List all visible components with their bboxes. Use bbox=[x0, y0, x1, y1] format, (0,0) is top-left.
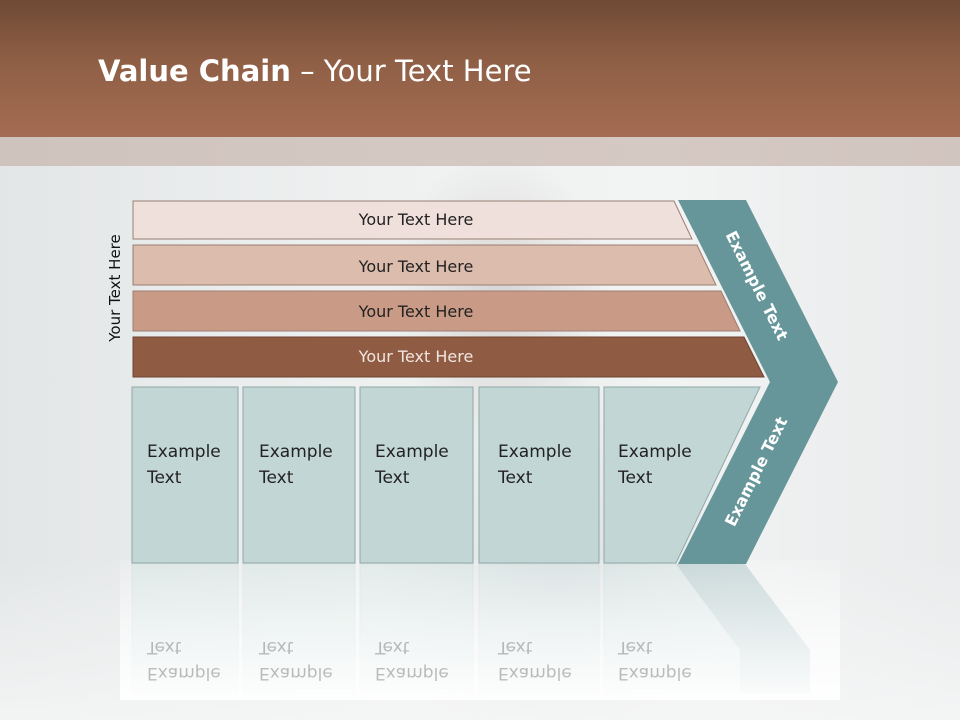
bar-1 bbox=[132, 200, 693, 240]
title-bar: Value Chain – Your Text Here bbox=[0, 0, 960, 137]
cell-3-text: Example Text bbox=[375, 439, 449, 491]
cell-3-line1: Example bbox=[375, 442, 449, 462]
cell-4-line2: Text bbox=[498, 468, 533, 488]
bar-4-label: Your Text Here bbox=[358, 347, 474, 366]
title-bold: Value Chain bbox=[98, 54, 291, 88]
cell-2-line2: Text bbox=[259, 468, 294, 488]
cell-1-text: Example Text bbox=[147, 439, 221, 491]
cell-3 bbox=[359, 386, 474, 564]
slide-title: Value Chain – Your Text Here bbox=[98, 54, 532, 88]
cell-1-line1: Example bbox=[147, 442, 221, 462]
bar-2-label: Your Text Here bbox=[358, 257, 474, 276]
reflection-fade bbox=[120, 560, 840, 700]
cell-2 bbox=[242, 386, 356, 564]
cell-5-line1: Example bbox=[618, 442, 692, 462]
bar-4 bbox=[132, 336, 765, 378]
bar-2 bbox=[132, 244, 717, 286]
cell-1 bbox=[131, 386, 239, 564]
cell-5 bbox=[603, 386, 761, 564]
bar-3-label: Your Text Here bbox=[358, 302, 474, 321]
title-underband bbox=[0, 137, 960, 166]
cell-2-line1: Example bbox=[259, 442, 333, 462]
cell-2-text: Example Text bbox=[259, 439, 333, 491]
cell-4-text: Example Text bbox=[498, 439, 572, 491]
cell-4 bbox=[478, 386, 600, 564]
cell-5-line2: Text bbox=[618, 468, 653, 488]
bar-1-label: Your Text Here bbox=[358, 210, 474, 229]
chevron-arrow bbox=[678, 200, 838, 564]
cell-3-line2: Text bbox=[375, 468, 410, 488]
cell-4-line1: Example bbox=[498, 442, 572, 462]
cell-5-text: Example Text bbox=[618, 439, 692, 491]
title-rest: – Your Text Here bbox=[290, 54, 532, 88]
cell-1-line2: Text bbox=[147, 468, 182, 488]
bar-3 bbox=[132, 290, 741, 332]
